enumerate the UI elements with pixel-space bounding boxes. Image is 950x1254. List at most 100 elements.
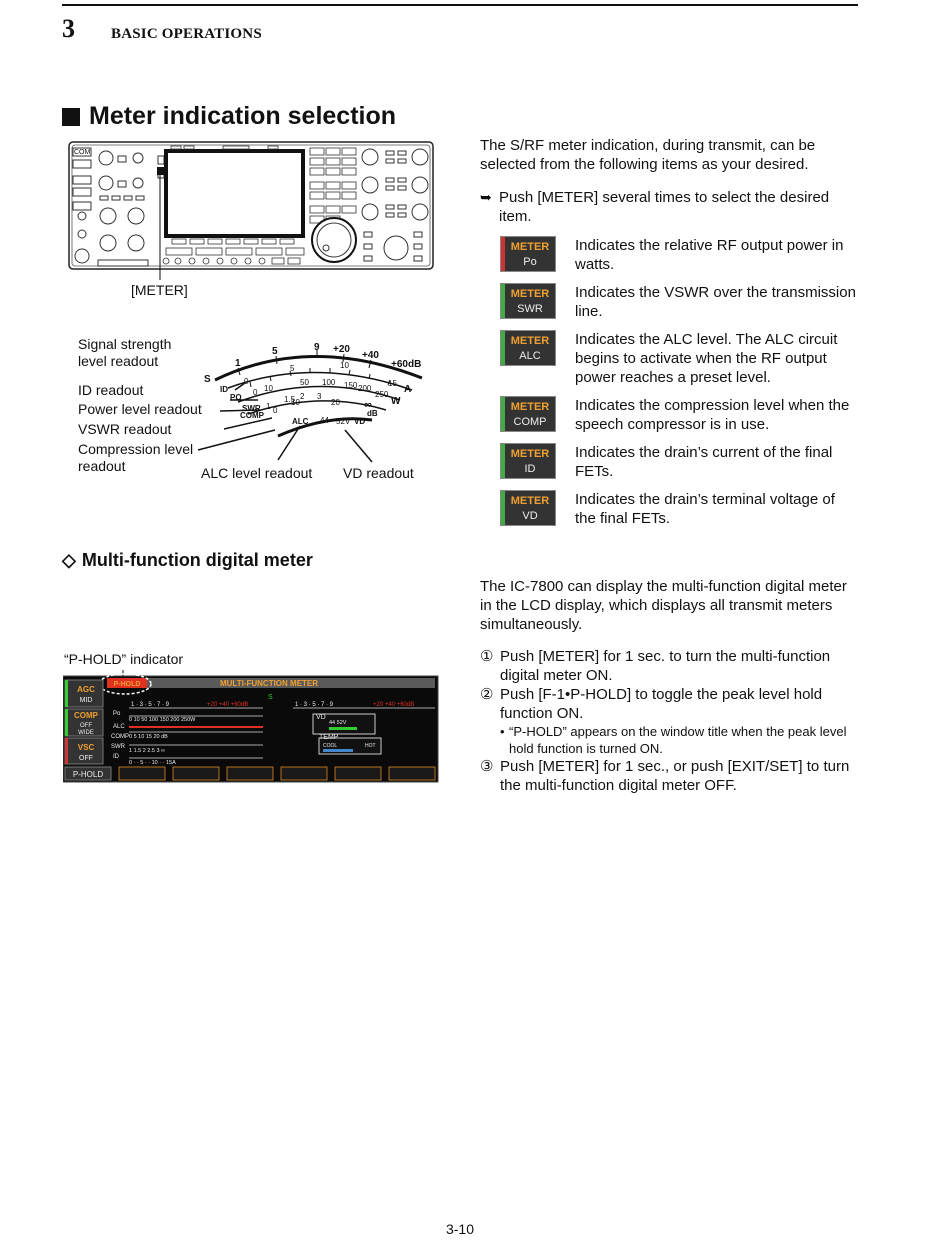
p-hold-indicator-label: “P-HOLD” indicator	[64, 651, 184, 667]
analog-meter-scale-illustration: S 1 5 9 +20 +40 +60dB ID PO SWR COMP A W…	[197, 342, 423, 463]
lcd-row-alc: ALC	[113, 724, 125, 730]
lcd-p-hold-tag: P-HOLD	[114, 681, 141, 688]
lcd-window-title: MULTI-FUNCTION METER	[220, 679, 318, 688]
comp-scale-0: 0	[273, 406, 278, 415]
meter-comp-description: Indicates the compression level when the…	[575, 397, 850, 433]
scale-letter-vd: VD	[354, 417, 365, 426]
intro-paragraph: The S/RF meter indication, during transm…	[480, 137, 816, 173]
lcd-temp-label: TEMP	[319, 734, 339, 741]
header-rule	[62, 4, 858, 6]
meter-po-description: Indicates the relative RF output power i…	[575, 237, 844, 273]
chapter-title: BASIC OPERATIONS	[111, 26, 262, 42]
lcd-row-swr: SWR	[111, 744, 126, 750]
s-scale-plus20: +20	[333, 344, 350, 355]
swr-scale-3: 3	[317, 392, 322, 401]
svg-text:COM: COM	[74, 149, 91, 156]
scale-letter-a: A	[404, 384, 411, 395]
scale-letter-swr: SWR	[242, 404, 261, 413]
page-number: 3-10	[445, 1221, 475, 1237]
lcd-row-po: Po	[113, 711, 121, 717]
lcd-row-id: ID	[113, 754, 120, 760]
lcd-multi-function-meter-illustration: MULTI-FUNCTION METER P-HOLD AGC MID COMP…	[63, 670, 439, 783]
scale-letter-po: PO	[230, 393, 242, 402]
meter-button-label: [METER]	[131, 282, 188, 298]
comp-scale-10: 10	[291, 398, 300, 407]
id-scale-5: 5	[290, 364, 295, 373]
vd-scale-44: 44	[320, 416, 329, 425]
s-scale-9: 9	[314, 342, 320, 353]
lcd-agc-label: AGC	[77, 685, 95, 694]
scale-letter-s: S	[204, 374, 211, 385]
diamond-bullet-icon: ◇	[62, 550, 76, 570]
square-bullet-icon	[62, 107, 80, 126]
s-scale-plus60: +60dB	[391, 359, 421, 370]
lcd-swr-ticks: 1 1.5 2 2.5 3 ∞	[129, 748, 165, 754]
mfdm-paragraph: The IC-7800 can display the multi-functi…	[480, 578, 847, 633]
po-scale-50: 50	[300, 378, 309, 387]
comp-scale-20: 20	[331, 398, 340, 407]
power-readout-label: Power level readout	[78, 401, 202, 417]
lcd-vd-ticks: 44 52V	[329, 720, 347, 726]
step-2-note: •“P-HOLD” appears on the window title wh…	[500, 724, 847, 756]
lcd-comp-ticks: 0 5 10 15 20 dB	[129, 734, 168, 740]
radio-front-panel-illustration: COM	[68, 141, 434, 280]
lcd-id-ticks: 0 · · 5 · · 10 · · 15A	[129, 760, 176, 766]
po-scale-250: 250	[375, 390, 389, 399]
meter-alc-description: Indicates the ALC level. The ALC circuit…	[575, 331, 838, 386]
svg-text:WIDE: WIDE	[78, 730, 94, 736]
s-scale-1: 1	[235, 358, 241, 369]
alc-readout-label: ALC level readout	[201, 465, 313, 481]
lcd-temp-hot: HOT	[365, 743, 376, 749]
vd-scale-52v: 52V	[336, 417, 351, 426]
scale-letter-db: dB	[367, 409, 378, 418]
lcd-vsc-label: VSC	[78, 743, 95, 752]
scale-letter-alc: ALC	[292, 417, 309, 426]
lcd-po-ticks: 0 10 50 100 150 200 250W	[129, 717, 196, 723]
lcd-vd-label: VD	[316, 714, 326, 721]
id-scale-10: 10	[340, 361, 349, 370]
meter-vd-description: Indicates the drain’s terminal voltage o…	[575, 491, 835, 527]
lcd-s-ticks-left: 1 · 3 · 5 · 7 · 9	[131, 702, 170, 708]
lcd-temp-cool: COOL	[323, 743, 337, 749]
scale-letter-infinity: ∞	[364, 399, 372, 411]
po-scale-150: 150	[344, 381, 358, 390]
id-scale-15: 15	[388, 379, 397, 388]
scale-letter-comp: COMP	[240, 411, 265, 420]
instruction-paragraph: ➥ Push [METER] several times to select t…	[480, 188, 858, 226]
vd-readout-label: VD readout	[343, 465, 414, 481]
compression-readout-label: Compression level readout	[78, 441, 194, 474]
lcd-s-badge: S	[268, 694, 273, 701]
subsection-title: ◇ Multi-function digital meter	[62, 550, 313, 571]
lcd-agc-value: MID	[80, 697, 93, 704]
po-scale-200: 200	[358, 384, 372, 393]
id-scale-0: 0	[244, 377, 249, 386]
vswr-readout-label: VSWR readout	[78, 421, 172, 437]
po-scale-0: 0	[253, 388, 258, 397]
swr-scale-1-5: 1.5	[284, 395, 296, 404]
id-readout-label: ID readout	[78, 382, 144, 398]
swr-scale-1: 1	[266, 402, 271, 411]
lcd-s-red-left: +20 +40 +60dB	[207, 702, 248, 708]
lcd-vsc-value: OFF	[79, 755, 93, 762]
po-scale-100: 100	[322, 378, 336, 387]
chapter-number: 3	[62, 14, 75, 43]
s-scale-5: 5	[272, 346, 278, 357]
lcd-footer-p-hold: P-HOLD	[73, 770, 103, 779]
lcd-row-comp: COMP	[111, 734, 129, 740]
section-title-text: Meter indication selection	[89, 102, 397, 130]
subsection-title-text: Multi-function digital meter	[81, 550, 313, 570]
s-scale-plus40: +40	[362, 350, 379, 361]
po-scale-10: 10	[264, 384, 273, 393]
svg-text:OFF: OFF	[80, 723, 92, 729]
section-title: Meter indication selection	[62, 102, 396, 131]
scale-letter-w: W	[391, 396, 401, 407]
meter-id-description: Indicates the drain’s current of the fin…	[575, 444, 833, 480]
